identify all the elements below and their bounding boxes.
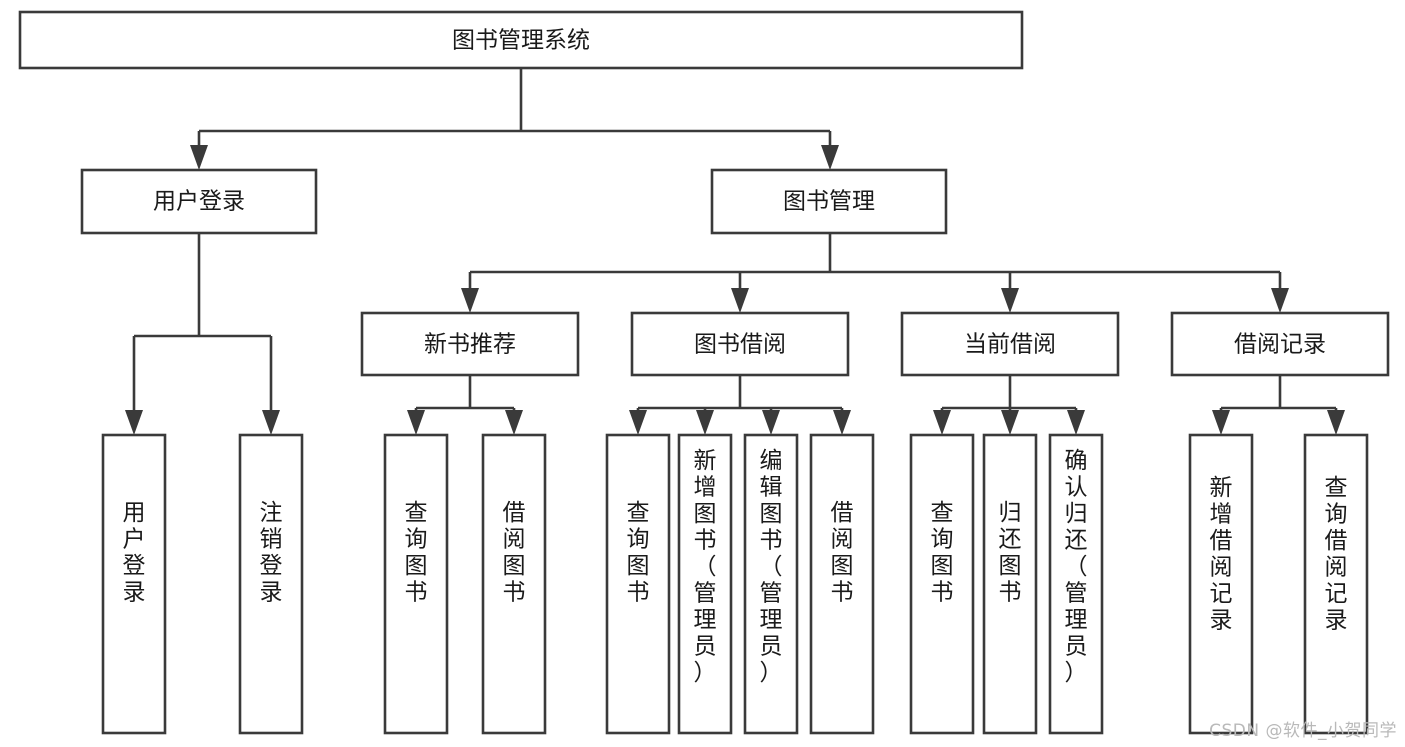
node-root-system[interactable]: 图书管理系统 (18, 10, 1024, 70)
node-user-login[interactable]: 用户登录 (80, 168, 318, 235)
node-book-management[interactable]: 图书管理 (710, 168, 948, 235)
arrow-head-leaf-return-book (1001, 410, 1019, 435)
arrow-head-new-book-rec (461, 288, 479, 313)
leaf-box (1303, 433, 1369, 735)
node-book-management-box (710, 168, 948, 235)
arrow-head-leaf-borrow-book-1 (505, 410, 523, 435)
arrow-head-leaf-query-book-3 (933, 410, 951, 435)
node-book-borrow-label: 图书借阅 (694, 332, 786, 358)
leaf-label: 借阅图书 (831, 500, 854, 606)
leaf-node[interactable]: 确认归还（管理员） (1048, 433, 1104, 735)
leaf-node[interactable]: 借阅图书 (481, 433, 547, 735)
leaf-label: 用户登录 (123, 500, 146, 606)
node-current-borrow-box (900, 311, 1120, 377)
leaf-box (982, 433, 1038, 735)
node-book-borrow-box (630, 311, 850, 377)
arrow-head-leaf-query-record (1327, 410, 1345, 435)
leaf-box (238, 433, 304, 735)
node-new-book-recommend-box (360, 311, 580, 377)
leaf-box (383, 433, 449, 735)
leaf-node[interactable]: 新增图书（管理员） (677, 433, 733, 735)
node-book-management-label: 图书管理 (783, 189, 875, 215)
node-current-borrow-label: 当前借阅 (964, 332, 1056, 358)
arrow-head-leaf-user-login (125, 410, 143, 435)
leaf-node[interactable]: 查询图书 (909, 433, 975, 735)
arrow-head-leaf-borrow-book-2 (833, 410, 851, 435)
node-user-login-box (80, 168, 318, 235)
node-borrow-record-box (1170, 311, 1390, 377)
leaf-box (101, 433, 167, 735)
leaf-box (677, 433, 733, 735)
leaf-label: 注销登录 (260, 500, 283, 606)
leaf-node[interactable]: 借阅图书 (809, 433, 875, 735)
node-borrow-record-label: 借阅记录 (1234, 332, 1326, 358)
leaf-node[interactable]: 查询图书 (605, 433, 671, 735)
leaf-node[interactable]: 注销登录 (238, 433, 304, 735)
leaf-box (809, 433, 875, 735)
node-root-box (18, 10, 1024, 70)
leaf-label: 借阅图书 (503, 500, 526, 606)
leaf-box (605, 433, 671, 735)
leaf-label: 编辑图书（管理员） (760, 448, 783, 686)
leaf-label: 新增借阅记录 (1210, 475, 1233, 634)
arrow-head-leaf-query-book-1 (407, 410, 425, 435)
leaf-label: 查询图书 (405, 500, 428, 606)
leaf-box (481, 433, 547, 735)
leaf-label: 归还图书 (999, 500, 1022, 606)
arrow-head-book-borrow (731, 288, 749, 313)
leaf-node[interactable]: 新增借阅记录 (1188, 433, 1254, 735)
leaf-node[interactable]: 查询借阅记录 (1303, 433, 1369, 735)
leaf-label: 新增图书（管理员） (694, 448, 717, 686)
leaf-layer: 用户登录 注销登录 查询图书 借阅图书 查询图书 新增图书（管理员） 编辑图书（… (101, 433, 1369, 735)
leaf-node[interactable]: 编辑图书（管理员） (743, 433, 799, 735)
leaf-box (1188, 433, 1254, 735)
node-book-borrow[interactable]: 图书借阅 (630, 311, 850, 377)
leaf-label: 确认归还（管理员） (1065, 448, 1088, 686)
leaf-box (743, 433, 799, 735)
leaf-box (909, 433, 975, 735)
leaf-box (1048, 433, 1104, 735)
arrow-head-leaf-logout (262, 410, 280, 435)
arrow-head-borrow-record (1271, 288, 1289, 313)
leaf-node[interactable]: 查询图书 (383, 433, 449, 735)
arrow-head-leaf-add-book (696, 410, 714, 435)
node-borrow-record[interactable]: 借阅记录 (1170, 311, 1390, 377)
leaf-label: 查询借阅记录 (1325, 475, 1348, 634)
node-new-book-recommend[interactable]: 新书推荐 (360, 311, 580, 377)
arrow-head-leaf-add-record (1212, 410, 1230, 435)
arrow-head-book-manage (821, 145, 839, 170)
connector-layer (125, 68, 1345, 435)
leaf-node[interactable]: 归还图书 (982, 433, 1038, 735)
arrow-head-leaf-query-book-2 (629, 410, 647, 435)
arrow-head-leaf-confirm-return (1067, 410, 1085, 435)
arrow-head-leaf-edit-book (762, 410, 780, 435)
node-root-label: 图书管理系统 (452, 28, 590, 54)
arrow-head-user-login (190, 145, 208, 170)
leaf-label: 查询图书 (931, 500, 954, 606)
node-user-login-label: 用户登录 (153, 189, 245, 215)
node-new-book-recommend-label: 新书推荐 (424, 332, 516, 358)
leaf-node[interactable]: 用户登录 (101, 433, 167, 735)
node-current-borrow[interactable]: 当前借阅 (900, 311, 1120, 377)
arrow-head-current-borrow (1001, 288, 1019, 313)
csdn-watermark: CSDN @软件_小贺同学 (1209, 721, 1397, 741)
leaf-label: 查询图书 (627, 500, 650, 606)
